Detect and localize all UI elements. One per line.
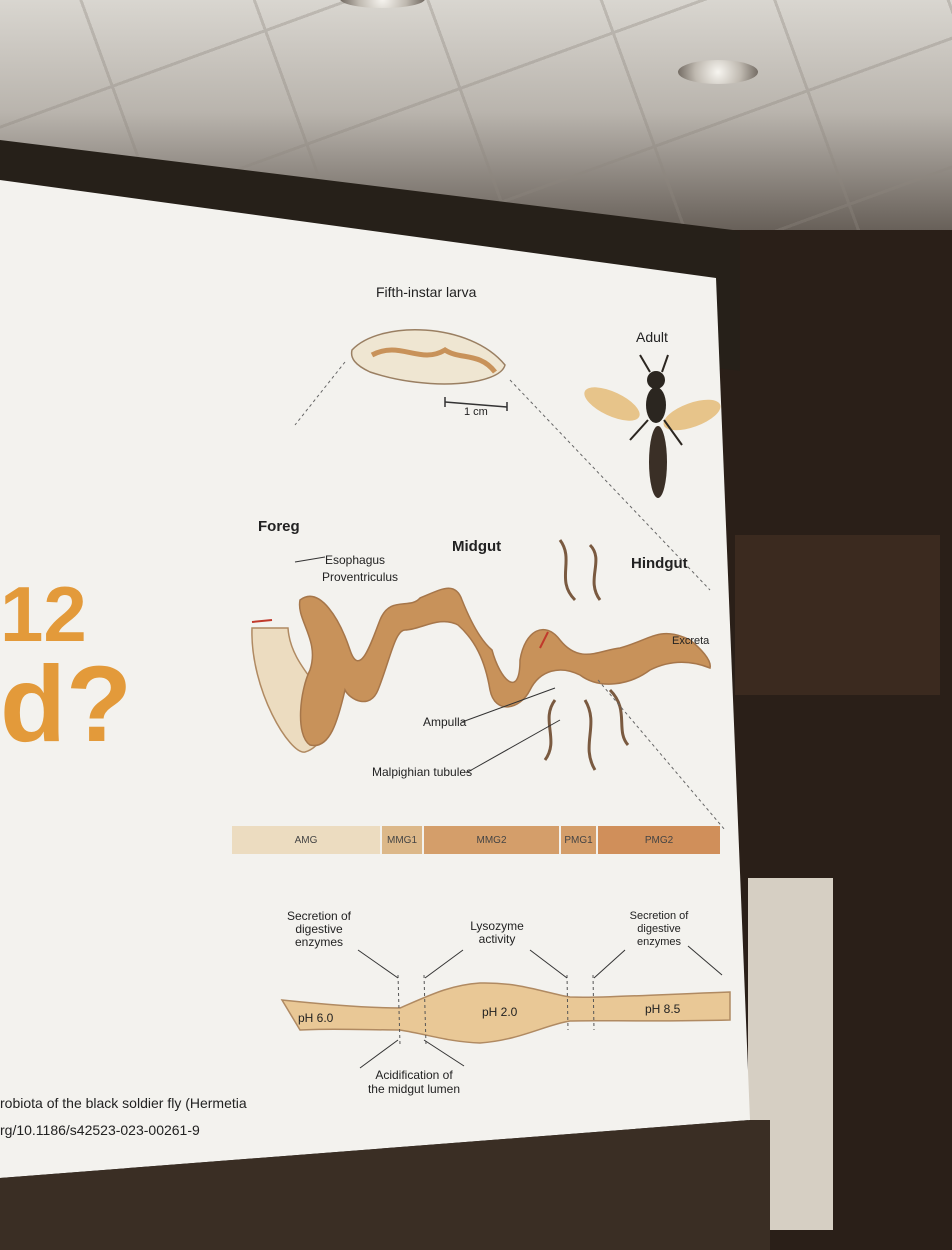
ampulla-label: Ampulla bbox=[423, 715, 467, 729]
secretion-left-label: Secretion of digestive enzymes bbox=[286, 909, 352, 949]
gut-illustration bbox=[251, 539, 711, 771]
larva-illustration bbox=[350, 329, 508, 411]
acidification-label: Acidification of the midgut lumen bbox=[367, 1068, 461, 1096]
adult-label: Adult bbox=[636, 329, 668, 345]
ph-profile-illustration bbox=[280, 945, 731, 1069]
segment-amg: AMG bbox=[232, 826, 380, 854]
citation-line-2: rg/10.1186/s42523-023-00261-9 bbox=[0, 1122, 200, 1138]
hindgut-label: Hindgut bbox=[631, 555, 688, 572]
lysozyme-label: Lysozyme activity bbox=[470, 919, 524, 946]
segment-mmg2: MMG2 bbox=[424, 826, 559, 854]
ph-8-5-label: pH 8.5 bbox=[645, 1002, 681, 1016]
citation-line-1: robiota of the black soldier fly (Hermet… bbox=[0, 1095, 247, 1111]
segment-pmg1: PMG1 bbox=[561, 826, 596, 854]
adult-fly-illustration bbox=[584, 354, 721, 498]
scale-bar-label: 1 cm bbox=[464, 406, 488, 418]
ceiling-light-left bbox=[340, 0, 425, 8]
esophagus-label: Esophagus bbox=[325, 553, 386, 567]
ph-2-label: pH 2.0 bbox=[482, 1005, 518, 1019]
excreta-label: Excreta bbox=[672, 635, 710, 647]
ph-6-label: pH 6.0 bbox=[298, 1011, 334, 1025]
segment-pmg2: PMG2 bbox=[598, 826, 720, 854]
foregut-label: Foreg bbox=[258, 518, 300, 535]
ceiling-light-right bbox=[678, 60, 758, 84]
larva-label: Fifth-instar larva bbox=[376, 284, 477, 300]
proventriculus-label: Proventriculus bbox=[322, 570, 399, 584]
slide-heading-fragment-1: 12 bbox=[0, 570, 87, 658]
wood-panel bbox=[735, 535, 940, 695]
midgut-label: Midgut bbox=[452, 538, 502, 555]
malpighian-tubules-label: Malpighian tubules bbox=[372, 765, 473, 779]
slide-heading-fragment-2: d? bbox=[0, 643, 132, 764]
segment-mmg1: MMG1 bbox=[382, 826, 422, 854]
secretion-right-label: Secretion of digestive enzymes bbox=[629, 910, 689, 948]
